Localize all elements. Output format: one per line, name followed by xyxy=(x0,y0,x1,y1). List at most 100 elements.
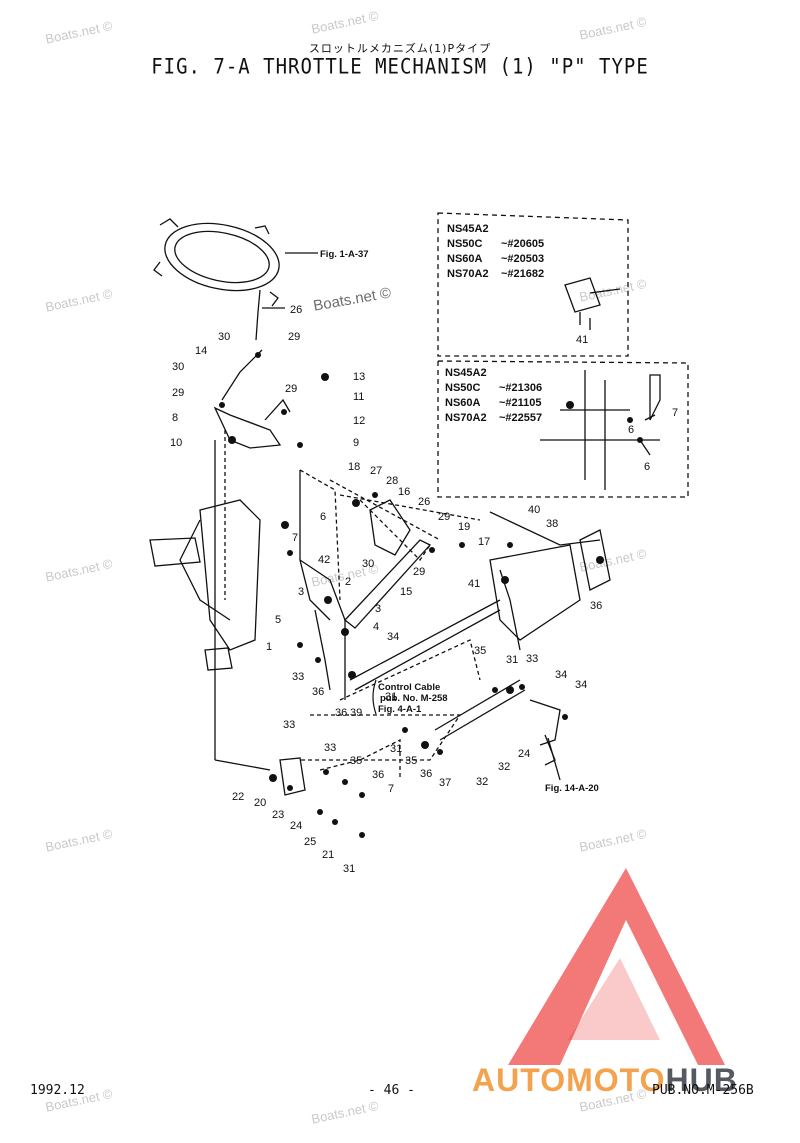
callout: 32 xyxy=(476,776,488,788)
ref-fig-14-a-20: Fig. 14-A-20 xyxy=(545,783,599,794)
callout: 31 xyxy=(385,691,397,703)
callout: 33 xyxy=(283,719,295,731)
cable-26 xyxy=(255,289,261,341)
callout: 14 xyxy=(195,345,207,357)
figure-title-japanese: スロットルメカニズム(1)Pタイプ xyxy=(308,42,492,55)
callout: 18 xyxy=(348,461,360,473)
callout: 4 xyxy=(373,621,379,633)
callout: 29 xyxy=(288,331,300,343)
callout: 17 xyxy=(478,536,490,548)
control-cable-ref-1: Control Cable xyxy=(378,682,440,693)
callout: 19 xyxy=(458,521,470,533)
callout: 36 xyxy=(590,600,602,612)
callout: 34 xyxy=(575,679,587,691)
callout: 24 xyxy=(518,748,530,760)
callout: 1 xyxy=(266,641,272,653)
callout: 29 xyxy=(285,383,297,395)
callout: 5 xyxy=(275,614,281,626)
callout: 6 xyxy=(628,424,634,436)
model: NS60A xyxy=(445,396,481,409)
footer-date: 1992.12 xyxy=(30,1083,85,1098)
callout: 29 xyxy=(438,511,450,523)
callout: 35 xyxy=(350,755,362,767)
callout: 9 xyxy=(353,437,359,449)
callout: 42 xyxy=(318,554,330,566)
callout: 35 xyxy=(474,645,486,657)
model: NS70A2 xyxy=(445,411,487,424)
serial: ~#22557 xyxy=(499,411,543,424)
ref-fig-1-a-37: Fig. 1-A-37 xyxy=(320,249,369,260)
model: NS50C xyxy=(447,237,483,250)
callout: 38 xyxy=(546,518,558,530)
callout: 6 xyxy=(320,511,326,523)
callout: 7 xyxy=(292,532,298,544)
callout: 33 xyxy=(292,671,304,683)
callout: 27 xyxy=(370,465,382,477)
footer-page-number: - 46 - xyxy=(368,1083,415,1098)
callout: 30 xyxy=(362,558,374,570)
variant-box-1 xyxy=(437,212,629,357)
callout: 37 xyxy=(439,777,451,789)
callout: 31 xyxy=(506,654,518,666)
callout: 36 xyxy=(372,769,384,781)
callout: 36 xyxy=(335,707,347,719)
flywheel-ring xyxy=(153,218,280,307)
callout: 24 xyxy=(290,820,302,832)
callout: 33 xyxy=(324,742,336,754)
callout: 15 xyxy=(400,586,412,598)
variant-box-2-text: NS45A2 NS50C ~#21306 NS60A ~#21105 NS70A2 ~… xyxy=(445,365,542,425)
callout: 41 xyxy=(468,578,480,590)
callout: 12 xyxy=(353,415,365,427)
callout: 36 xyxy=(420,768,432,780)
callout: 23 xyxy=(272,809,284,821)
callout: 7 xyxy=(388,783,394,795)
callout: 3 xyxy=(298,586,304,598)
callout: 31 xyxy=(343,863,355,875)
model: NS70A2 xyxy=(447,267,489,280)
callout: 29 xyxy=(172,387,184,399)
callout: 11 xyxy=(353,391,364,403)
footer-publication-number: PUB.NO.M-256B xyxy=(652,1083,754,1098)
callout: 31 xyxy=(390,743,402,755)
callout: 26 xyxy=(418,496,430,508)
callout: 28 xyxy=(386,475,398,487)
callout: 33 xyxy=(526,653,538,665)
brand-part2: HUB xyxy=(665,1062,738,1098)
callout: 2 xyxy=(345,576,351,588)
model: NS50C xyxy=(445,381,481,394)
automotohub-logo-icon xyxy=(508,868,725,1065)
serial: ~#21682 xyxy=(501,267,545,280)
variant-heading: NS45A2 xyxy=(447,222,489,235)
callout: 20 xyxy=(254,797,266,809)
serial: ~#21105 xyxy=(499,396,542,409)
serial: ~#21306 xyxy=(499,381,543,394)
callout: 35 xyxy=(405,755,417,767)
callout: 29 xyxy=(413,566,425,578)
callout: 40 xyxy=(528,504,540,516)
callout: 39 xyxy=(350,707,362,719)
variant-box-2 xyxy=(437,360,689,498)
callout: 7 xyxy=(672,407,678,419)
brand-wordmark: AUTOMOTOHUB xyxy=(472,1062,738,1099)
brand-part1: AUTOMOTO xyxy=(472,1062,666,1098)
model: NS60A xyxy=(447,252,483,265)
callout: 32 xyxy=(498,761,510,773)
callout: 22 xyxy=(232,791,244,803)
variant-heading: NS45A2 xyxy=(445,366,487,379)
callout: 13 xyxy=(353,371,365,383)
callout: 34 xyxy=(555,669,567,681)
callout: 26 xyxy=(290,304,302,316)
callout: 34 xyxy=(387,631,399,643)
variant-box-1-text: NS45A2 NS50C~#20605 NS60A~#20503 NS70A2~… xyxy=(447,221,544,281)
callout: 30 xyxy=(172,361,184,373)
callout: 6 xyxy=(644,461,650,473)
figure-title: FIG. 7-A THROTTLE MECHANISM (1) "P" TYPE xyxy=(151,54,649,80)
callout: 10 xyxy=(170,437,182,449)
callout: 25 xyxy=(304,836,316,848)
callout: 16 xyxy=(398,486,410,498)
callout: 36 xyxy=(312,686,324,698)
control-cable-ref-2: pub. No. M-258 xyxy=(380,693,448,704)
callout: 30 xyxy=(218,331,230,343)
callout: 3 xyxy=(375,603,381,615)
